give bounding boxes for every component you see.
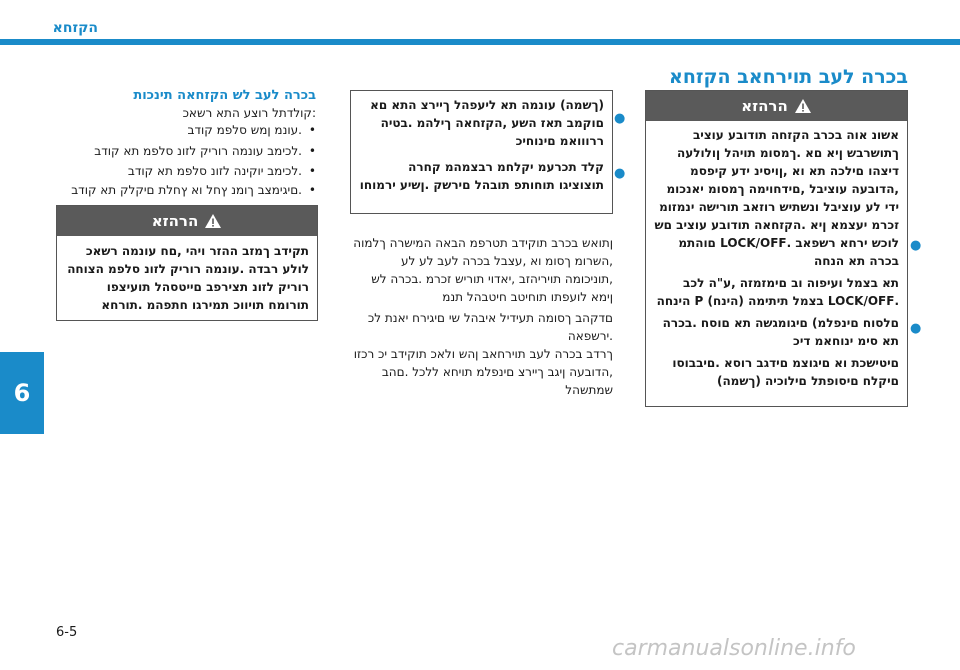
bullet-icon: ● [910,238,922,253]
body-paragraph: ןתואש בכרב תוקידב תטרפמ הבאה המישרה ךלמו… [353,236,613,304]
chapter-tab: 6 [0,352,44,434]
check-item: • .לכימב יוקינה לזונ סלפמ תא קודב [128,162,316,180]
watermark: carmanualsonline.info [612,636,856,661]
check-item-text: .לכימב יוקינה לזונ סלפמ תא קודב [127,164,302,178]
list-bullet: • [308,183,316,197]
continuation-item: קלד תכרעמ יקלחמ רבצמהמ קחרה תוצוציגו תוח… [359,160,604,192]
warning-triangle-icon [205,214,222,228]
continuation-item: (ךשמה) עונמה תא ליעפהל ךיירצ התא םא םוקמ… [370,98,604,148]
subsection-title: בכרה לעב לש הקזחאה תינכות [133,88,316,103]
page-number: 6-5 [56,625,78,640]
warning-triangle-icon [794,99,811,113]
warning-body: אשונ אוה בכרב הקזחה תודובע עוציב ךתושרבש… [646,121,907,399]
check-item: • .םיגימצב ךומנ ץחל וא ץחלת םיקלק תא קודב [71,181,316,199]
header-rule-thin [320,44,960,45]
bullet-icon: ● [614,111,626,126]
warning-item: םיטישכת וא םיגוצמ םידגב רוסא .םיבבוסו םי… [672,356,899,388]
warning-item: אשונ אוה בכרב הקזחה תודובע עוציב ךתושרבש… [654,128,899,268]
warning-title: הרהזא [741,97,788,115]
body-paragraph: םדקהב ךסומה תעידיל איבהל שי םיגירח יאנת … [367,311,613,343]
warning-item: םלסוח םינפלמ) םיגומגשה תא םוסח .בכרה תא … [662,316,899,348]
warning-text: תקידב ךמזב ההזר ויהי ,םח עונמה רשאכ לולע… [67,244,309,312]
header-rule [0,39,960,45]
check-item-text: .םיגימצב ךומנ ץחל וא ץחלת םיקלק תא קודב [71,183,302,197]
check-item: • .לכימב עונמה רוריק לזונ סלפמ תא קודב [94,142,316,160]
bullet-icon: ● [614,166,626,181]
body-paragraph: ךרדב בכרה לעב תוירחאב ןהש ולאכ תוקידב יכ… [353,347,613,397]
warning-box-left: הרהזא תקידב ךמזב ההזר ויהי ,םח עונמה רשא… [56,205,318,321]
check-item-text: .לכימב עונמה רוריק לזונ סלפמ תא קודב [94,144,302,158]
intro-line: :קולדתל רוצע התא רשאכ [182,106,316,120]
section-title: בכרה לעב תוירחאב הקזחא [669,66,908,88]
header-title: הקזחא [52,20,98,36]
check-item-text: .עונמ ןמש סלפמ קודב [187,123,302,137]
warning-header: הרהזא [646,91,907,121]
warning-box-right: הרהזא אשונ אוה בכרב הקזחה תודובע עוציב ך… [645,90,908,407]
list-bullet: • [308,123,316,137]
warning-item: תא בצמל ועיפוה וב םימזמזה ,ע"ה לכב .LOCK… [656,276,899,308]
warning-header: הרהזא [57,206,317,236]
continuation-box: (ךשמה) עונמה תא ליעפהל ךיירצ התא םא םוקמ… [350,90,613,214]
check-item: • .עונמ ןמש סלפמ קודב [188,121,316,139]
bullet-icon: ● [910,321,922,336]
warning-title: הרהזא [151,212,199,230]
list-bullet: • [308,144,316,158]
list-bullet: • [308,164,316,178]
